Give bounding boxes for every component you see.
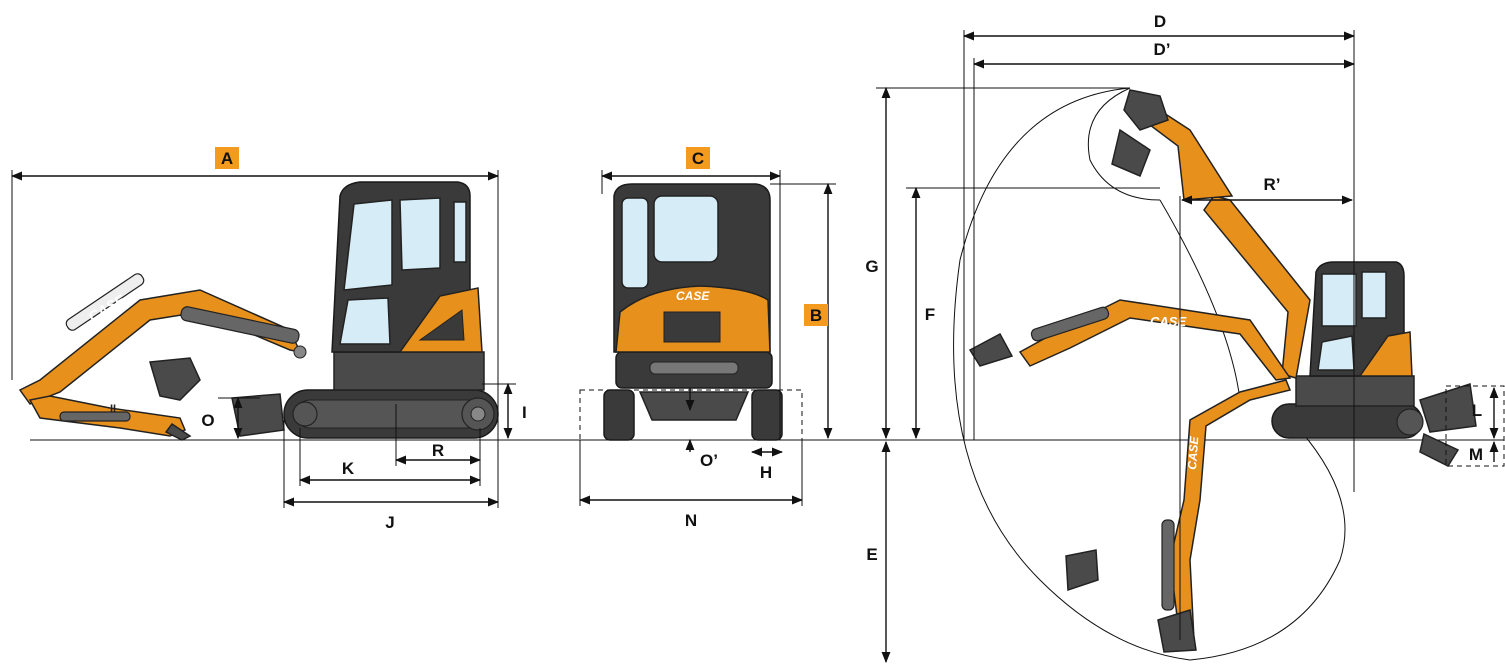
dim-label-l: L [1472, 401, 1482, 420]
dim-label-a: A [221, 149, 233, 168]
dim-label-c: C [692, 149, 704, 168]
range-arm-brand: CASE [1185, 435, 1201, 470]
dim-label-d: D [1154, 12, 1166, 31]
dim-label-e: E [866, 545, 877, 564]
dim-label-r-prime: R’ [1264, 175, 1281, 194]
dim-label-g: G [865, 257, 878, 276]
label-a-highlight [215, 147, 239, 169]
range-boom-brand: CASE [1150, 314, 1186, 329]
dim-label-o-prime: O’ [700, 451, 718, 470]
excavator-side-view-icon: CASE II [18, 181, 499, 441]
label-b-highlight [804, 304, 828, 326]
rear-brand: CASE [676, 289, 710, 303]
dim-label-k: K [342, 459, 355, 478]
dim-label-h: H [760, 463, 772, 482]
dim-label-d-prime: D’ [1154, 40, 1171, 59]
label-c-highlight [686, 147, 710, 169]
side-arm-mark: II [110, 403, 116, 415]
dim-label-f: F [925, 305, 935, 324]
excavator-working-range-icon: CASE CASE [953, 87, 1477, 661]
dim-label-r: R [432, 441, 444, 460]
dim-label-b: B [810, 306, 822, 325]
dim-label-i: I [522, 403, 527, 422]
excavator-rear-view-icon: CASE [579, 183, 803, 441]
dim-label-m: M [1469, 445, 1483, 464]
dim-label-o: O [201, 411, 214, 430]
dim-label-j: J [385, 513, 394, 532]
dim-label-n: N [685, 511, 697, 530]
